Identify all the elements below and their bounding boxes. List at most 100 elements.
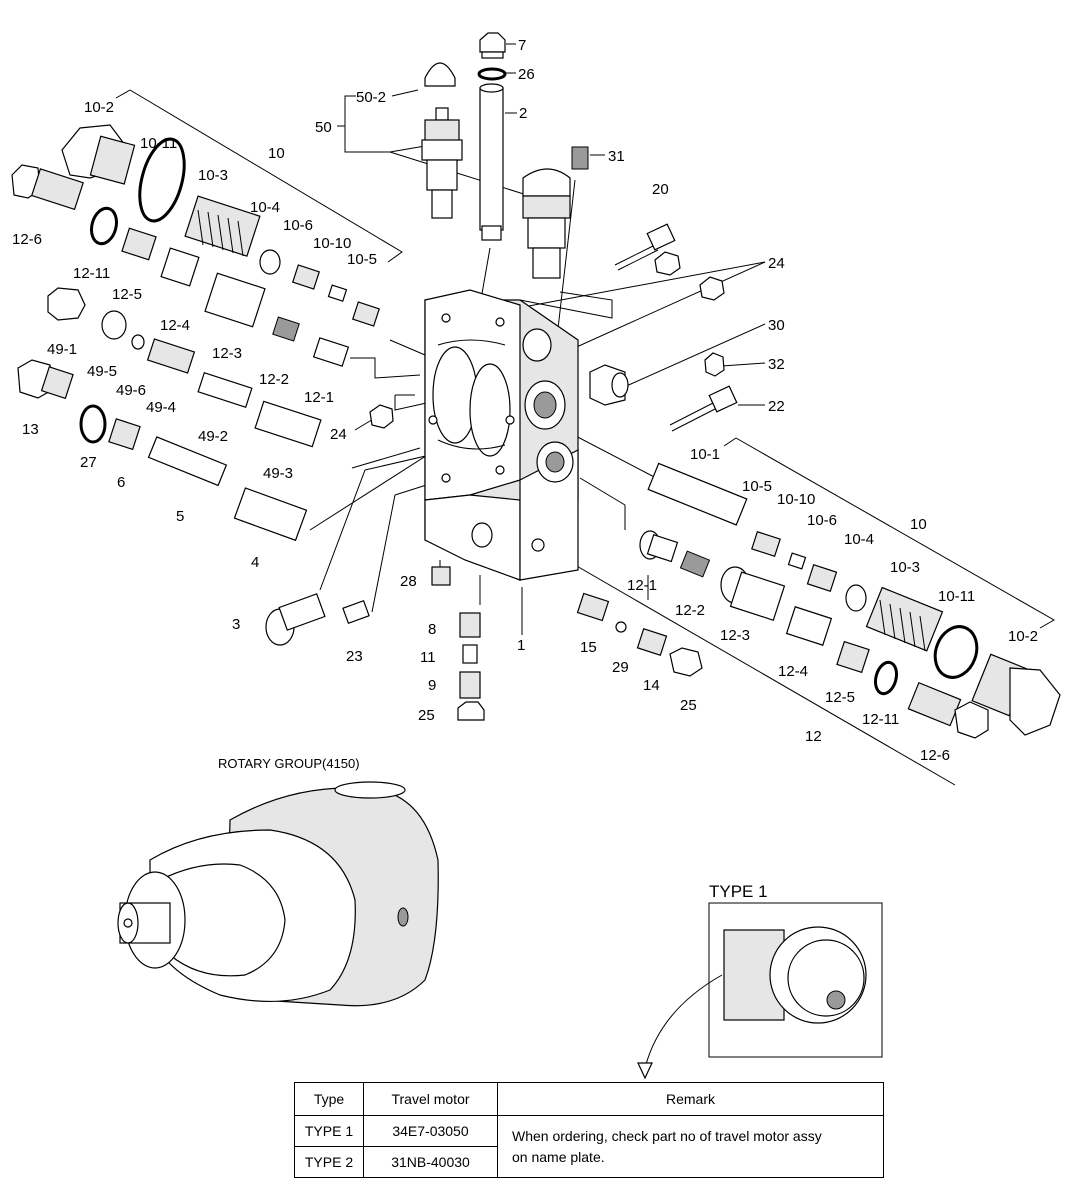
top-parts	[369, 32, 738, 432]
callout-10-10-right: 10-10	[777, 491, 815, 508]
callout-49-3: 49-3	[263, 465, 293, 482]
callout-4: 4	[251, 554, 259, 571]
right-parts	[639, 462, 1061, 739]
piston-12-4-left	[160, 247, 200, 287]
callout-14: 14	[643, 677, 660, 694]
callout-49-5: 49-5	[87, 363, 117, 380]
callout-12-1-left: 12-1	[304, 389, 334, 406]
spring-10-3-right	[865, 586, 944, 652]
spool-5	[147, 436, 228, 487]
travel-motor-table: Type Travel motor Remark TYPE 1 34E7-030…	[294, 1082, 884, 1178]
cell-travel-motor: 34E7-03050	[363, 1115, 498, 1147]
callout-2: 2	[519, 105, 527, 122]
spring-10-3-left	[184, 195, 261, 257]
callout-50: 50	[315, 119, 332, 136]
callout-7: 7	[518, 37, 526, 54]
callout-12-6-right: 12-6	[920, 747, 950, 764]
callout-12-1-right: 12-1	[627, 577, 657, 594]
relief-valve-50b	[522, 168, 571, 279]
callout-31: 31	[608, 148, 625, 165]
sleeve-12-1-right	[639, 530, 679, 563]
callout-25-left: 25	[418, 707, 435, 724]
callout-12-4-left: 12-4	[160, 317, 190, 334]
callout-3: 3	[232, 616, 240, 633]
callout-10-3-left: 10-3	[198, 167, 228, 184]
plug-10-2-right	[971, 653, 1061, 736]
callout-32: 32	[768, 356, 785, 373]
remark-line-2: on name plate.	[512, 1148, 605, 1165]
callout-10-11-right: 10-11	[938, 588, 975, 605]
callout-11: 11	[420, 649, 436, 666]
callout-12-right: 12	[805, 728, 822, 745]
plug-13	[17, 359, 74, 400]
bolt-22	[669, 385, 738, 432]
spool-49-2	[197, 372, 253, 408]
valve-12-6-left	[11, 164, 84, 211]
callout-10-11-left: 10-11	[140, 135, 177, 152]
callout-9: 9	[428, 677, 436, 694]
callout-10-3-right: 10-3	[890, 559, 920, 576]
header-travel-motor: Travel motor	[363, 1082, 498, 1116]
callout-10-5-right: 10-5	[742, 478, 772, 495]
valve-block-body	[424, 289, 579, 581]
callout-10-left: 10	[268, 145, 285, 162]
callout-10-4-left: 10-4	[250, 199, 280, 216]
callout-12-6-left: 12-6	[12, 231, 42, 248]
spool-4	[233, 487, 308, 542]
callout-10-6-right: 10-6	[807, 512, 837, 529]
callout-10-2-left: 10-2	[84, 99, 114, 116]
spool-10-1	[647, 462, 748, 526]
callout-12-11-left: 12-11	[73, 265, 110, 282]
cell-travel-motor: 31NB-40030	[363, 1146, 498, 1178]
callout-12-3-right: 12-3	[720, 627, 750, 644]
callout-8: 8	[428, 621, 436, 638]
bottom-parts	[431, 566, 703, 721]
cell-type: TYPE 2	[294, 1146, 364, 1178]
callout-25-right: 25	[680, 697, 697, 714]
callout-12-4-right: 12-4	[778, 663, 808, 680]
remark-line-1: When ordering, check part no of travel m…	[512, 1127, 822, 1144]
callout-49-2: 49-2	[198, 428, 228, 445]
callout-23: 23	[346, 648, 363, 665]
callout-5: 5	[176, 508, 184, 525]
callout-28: 28	[400, 573, 417, 590]
header-remark: Remark	[497, 1082, 884, 1116]
callout-10-right: 10	[910, 516, 927, 533]
table-row: TYPE 1 34E7-03050 When ordering, check p…	[294, 1115, 884, 1178]
piston-12-3-right	[720, 566, 786, 621]
rotary-group-illustration	[117, 781, 439, 1007]
callout-10-6-left: 10-6	[283, 217, 313, 234]
callout-15: 15	[580, 639, 597, 656]
spool-49-3	[254, 400, 322, 448]
cell-type: TYPE 1	[294, 1115, 364, 1147]
type1-label: TYPE 1	[709, 882, 768, 901]
piston-12-4-right	[785, 606, 833, 646]
callout-1: 1	[517, 637, 525, 654]
callout-27: 27	[80, 454, 97, 471]
callout-10-2-right: 10-2	[1008, 628, 1038, 645]
callout-10-5-left: 10-5	[347, 251, 377, 268]
type1-motor-box	[637, 902, 883, 1080]
callout-12-5-left: 12-5	[112, 286, 142, 303]
plug-30	[589, 364, 629, 406]
relief-valve-50a	[421, 107, 463, 219]
callout-49-6: 49-6	[116, 382, 146, 399]
callout-49-4: 49-4	[146, 399, 176, 416]
callout-50-2: 50-2	[356, 89, 386, 106]
callout-49-1: 49-1	[47, 341, 77, 358]
callout-12-5-right: 12-5	[825, 689, 855, 706]
callout-10-4-right: 10-4	[844, 531, 874, 548]
bolt-20	[614, 223, 676, 271]
piston-12-3-left	[204, 272, 266, 328]
plug-10-2-left	[61, 124, 136, 185]
callout-10-10-left: 10-10	[313, 235, 351, 252]
callout-12-11-right: 12-11	[862, 711, 899, 728]
callout-30: 30	[768, 317, 785, 334]
callout-10-1: 10-1	[690, 446, 720, 463]
valve-12-6-right	[907, 681, 989, 739]
table-row: TYPE 2 31NB-40030	[294, 1146, 884, 1178]
callout-6: 6	[117, 474, 125, 491]
callout-13: 13	[22, 421, 39, 438]
callout-12-2-right: 12-2	[675, 602, 705, 619]
